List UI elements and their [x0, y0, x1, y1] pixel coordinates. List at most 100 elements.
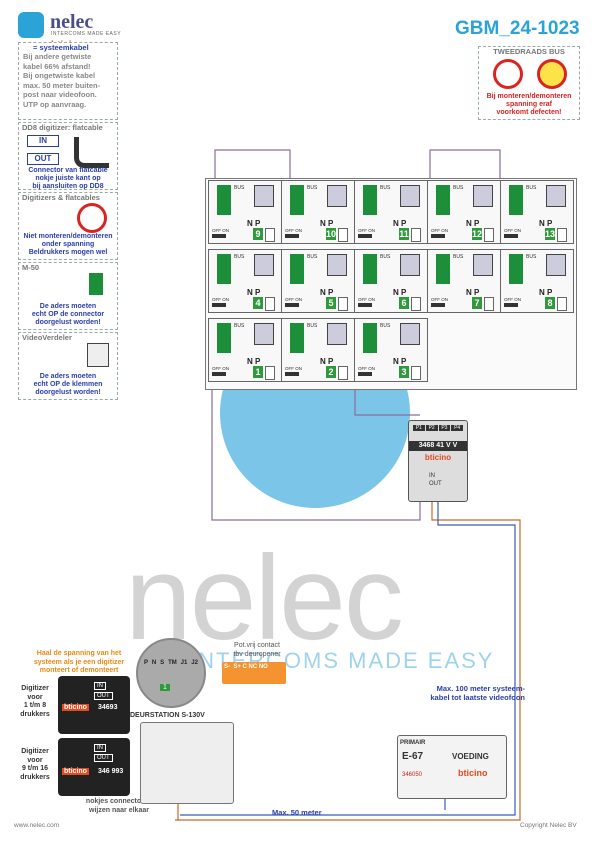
module-number-blank [411, 366, 421, 380]
module-off-on: OFF ON [431, 228, 448, 233]
primair-label: PRIMAIR [400, 740, 426, 746]
module-terminal [436, 254, 450, 284]
module-off-on: OFF ON [212, 228, 229, 233]
tweedraads-note: spanning eraf [506, 101, 552, 108]
module-switch[interactable] [504, 234, 518, 238]
digitizer2: IN OUT bticino 346 993 [58, 738, 130, 796]
haal-line: monteert of demonteert [39, 667, 119, 674]
splitter-in: IN [429, 473, 435, 479]
m50-note: De aders moeten [39, 303, 97, 310]
module-off-on: OFF ON [431, 297, 448, 302]
module-p: P [474, 219, 480, 228]
module-terminal [436, 185, 450, 215]
voeding-label: VOEDING [452, 752, 489, 761]
module-np: N P [247, 357, 260, 366]
module-off-on: OFF ON [504, 228, 521, 233]
module-p: P [401, 219, 407, 228]
module-number-blank [557, 297, 567, 311]
module-bus-label: BUS [234, 185, 245, 191]
module-switch[interactable] [504, 303, 518, 307]
module-bus-label: BUS [307, 254, 318, 260]
splitter-out: OUT [429, 481, 442, 487]
module-terminal [363, 254, 377, 284]
deurstation [140, 722, 234, 804]
flatcable-icon [74, 137, 109, 168]
module-np: N P [320, 219, 333, 228]
module-switch[interactable] [285, 303, 299, 307]
module-off-on: OFF ON [212, 366, 229, 371]
videoverdeler-terminal-icon [87, 343, 109, 367]
module-number: 10 [326, 228, 337, 240]
module-switch[interactable] [431, 303, 445, 307]
module-off-on: OFF ON [358, 297, 375, 302]
module-np: N P [539, 219, 552, 228]
module-terminal [290, 254, 304, 284]
module-number: 8 [545, 297, 555, 309]
module-np: N P [466, 288, 479, 297]
module-switch[interactable] [285, 372, 299, 376]
module-terminal [217, 254, 231, 284]
digitizer1-label-line: voor [27, 693, 43, 701]
plug-label: N [151, 660, 157, 666]
module-bus-label: BUS [526, 185, 537, 191]
video-splitter: P1 P2 P3 P4 3468 41 V V bticino IN OUT [408, 420, 468, 502]
module-bus-label: BUS [453, 185, 464, 191]
module-number-blank [484, 228, 494, 242]
module-switch[interactable] [212, 234, 226, 238]
module-number-blank [484, 297, 494, 311]
module-bus-label: BUS [234, 254, 245, 260]
module-n: N [393, 288, 399, 297]
logo-tagline: INTERCOMS MADE EASY [51, 31, 122, 37]
module-number-blank [338, 366, 348, 380]
module-off-on: OFF ON [212, 297, 229, 302]
digitizers-note: Niet monteren/demonteren [23, 233, 113, 240]
module-switch[interactable] [358, 303, 372, 307]
nokjes-note: nokjes connectoren wijzen naar elkaar [74, 798, 164, 815]
module-switch[interactable] [358, 372, 372, 376]
dd8-note: bij aansluiten op DD8 [32, 183, 104, 190]
nokjes-line: nokjes connectoren [85, 798, 153, 805]
module-switch[interactable] [212, 303, 226, 307]
digitizer2-label-line: 9 t/m 16 [21, 765, 49, 772]
module-terminal [217, 323, 231, 353]
plug-label: J1 [180, 660, 188, 666]
haal-line: Haal de spanning van het [36, 650, 122, 657]
module-screen [400, 254, 420, 276]
module-screen [327, 254, 347, 276]
potvrij-note: Pot.vrij contact tbv deuropener [222, 642, 292, 659]
dd8-note: nokje juiste kant op [35, 175, 101, 182]
module-number: 4 [253, 297, 263, 309]
connector-magnifier: P N S TM J1 J2 1 [136, 638, 206, 708]
digitizer1-model: 34693 [98, 704, 118, 711]
module-terminal [363, 323, 377, 353]
footer-website[interactable]: www.nelec.com [14, 822, 60, 829]
module-switch[interactable] [431, 234, 445, 238]
systeemkabel-line: max. 50 meter buiten- [23, 80, 101, 90]
module-screen [254, 185, 274, 207]
module-number: 13 [545, 228, 556, 240]
digitizer2-brand: bticino [62, 768, 89, 775]
module-p: P [328, 219, 334, 228]
potvrij-line: Pot.vrij contact [234, 642, 280, 649]
module-p: P [255, 288, 261, 297]
module-np: N P [466, 219, 479, 228]
module-n: N [466, 288, 472, 297]
nokjes-line: wijzen naar elkaar [89, 806, 149, 814]
module-off-on: OFF ON [285, 366, 302, 371]
digitizer2-label-line: Digitizer [21, 748, 49, 755]
module-bus-label: BUS [234, 323, 245, 329]
module-p: P [401, 357, 407, 366]
module-switch[interactable] [212, 372, 226, 376]
module-switch[interactable] [358, 234, 372, 238]
module-number-blank [338, 297, 348, 311]
module-screen [546, 254, 566, 276]
digitizer2-out: OUT [94, 754, 113, 762]
module-switch[interactable] [285, 234, 299, 238]
